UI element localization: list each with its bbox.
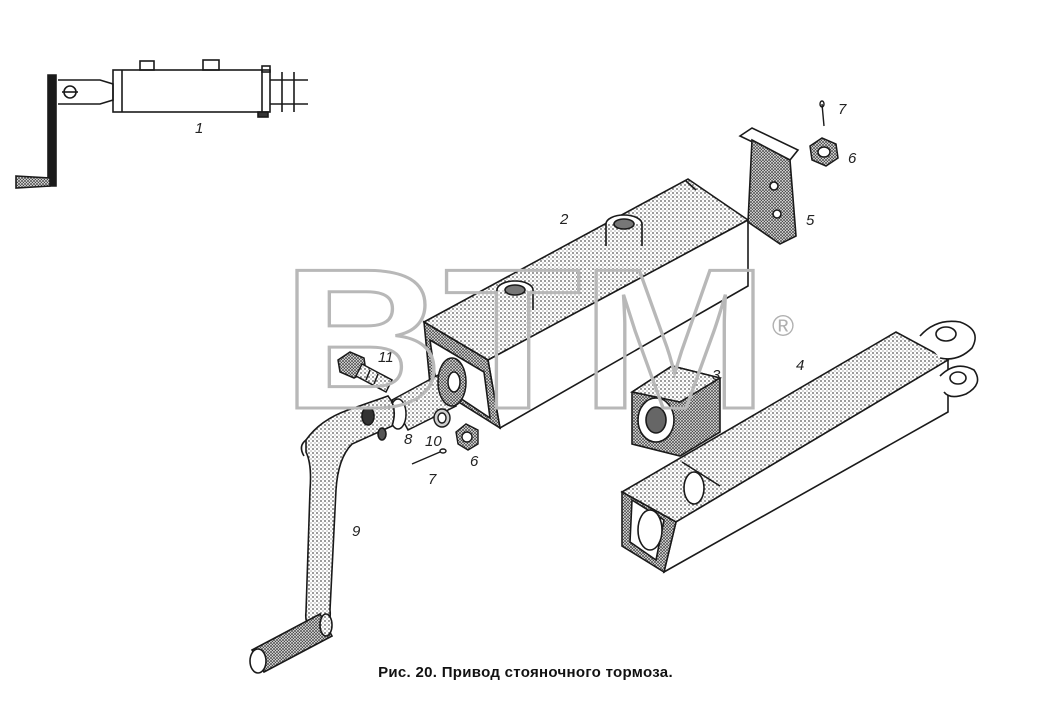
part-number-7-top: 7 bbox=[838, 101, 847, 118]
part-number-11: 11 bbox=[378, 349, 394, 366]
part-number-2: 2 bbox=[559, 211, 569, 228]
bolt bbox=[337, 351, 393, 394]
part-number-7-lower: 7 bbox=[428, 471, 437, 488]
part-number-8: 8 bbox=[404, 431, 413, 448]
castle-nut-lower bbox=[455, 423, 479, 451]
cotter-pin-top bbox=[819, 100, 825, 127]
part-number-6-top: 6 bbox=[848, 150, 857, 167]
part-number-1: 1 bbox=[195, 120, 203, 137]
watermark: BTM ® bbox=[281, 227, 795, 453]
washer bbox=[433, 408, 451, 428]
channel-link bbox=[620, 320, 979, 574]
channel-eye-top bbox=[919, 320, 976, 360]
crank-grip bbox=[249, 612, 334, 674]
part-number-4: 4 bbox=[796, 357, 804, 374]
crank-handle bbox=[300, 395, 396, 631]
bracket bbox=[738, 127, 800, 245]
watermark-letters: BTM bbox=[282, 228, 768, 451]
figure-caption: Рис. 20. Привод стояночного тормоза. bbox=[378, 664, 673, 681]
part-number-9: 9 bbox=[352, 523, 361, 540]
screw-shaft bbox=[389, 357, 467, 431]
part-number-10: 10 bbox=[425, 433, 442, 450]
main-housing bbox=[422, 178, 750, 430]
part-number-5: 5 bbox=[806, 212, 815, 229]
cotter-pin-lower bbox=[411, 448, 447, 465]
overview-assembly bbox=[15, 59, 308, 189]
housing-boss-front bbox=[496, 280, 534, 310]
castle-nut-top bbox=[809, 137, 839, 167]
screw-nut-block bbox=[629, 365, 723, 457]
part-number-6-lower: 6 bbox=[470, 453, 479, 470]
part-number-3: 3 bbox=[712, 367, 721, 384]
channel-eye-bottom bbox=[939, 365, 979, 398]
housing-boss-rear bbox=[605, 214, 643, 246]
watermark-registered-mark: ® bbox=[772, 310, 794, 343]
